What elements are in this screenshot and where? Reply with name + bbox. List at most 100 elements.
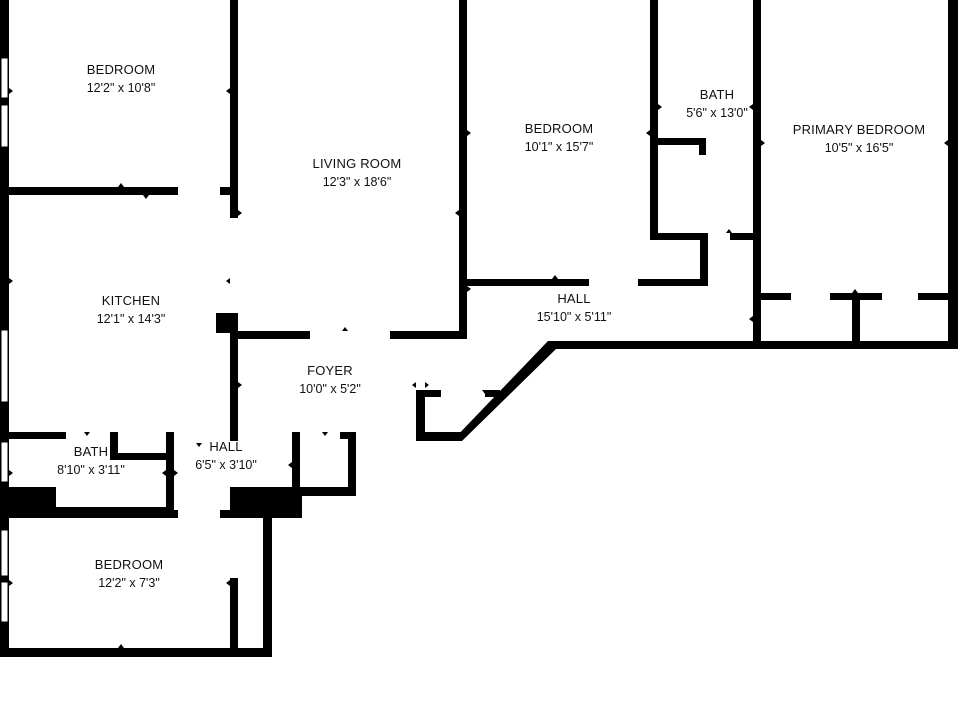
wall-bedroom-kitchen bbox=[0, 187, 178, 195]
wall-foyer-left bbox=[230, 331, 238, 441]
wall-primary-bottom-1 bbox=[753, 293, 791, 300]
room-name: HALL bbox=[209, 439, 243, 454]
tick bbox=[9, 88, 13, 94]
room-label-kitchen: KITCHEN 12'1" x 14'3" bbox=[97, 292, 166, 328]
room-dimensions: 10'5" x 16'5" bbox=[824, 141, 894, 155]
room-label-living-room: LIVING ROOM 12'3" x 18'6" bbox=[313, 155, 402, 191]
room-name: FOYER bbox=[307, 363, 353, 378]
room-label-hall-east: HALL 15'10" x 5'11" bbox=[537, 290, 612, 326]
wall-bath-lower-top bbox=[0, 432, 66, 439]
tick bbox=[162, 470, 166, 476]
wall-bedroom-bottom-top-2 bbox=[220, 510, 272, 518]
windows bbox=[0, 57, 9, 623]
tick bbox=[196, 443, 202, 447]
wall-living-left bbox=[230, 0, 238, 218]
wall-bottom-closet-right bbox=[263, 510, 272, 657]
tick bbox=[118, 514, 124, 518]
tick bbox=[342, 327, 348, 331]
wall-diagonal bbox=[452, 341, 556, 441]
tick bbox=[467, 286, 471, 292]
tick bbox=[226, 580, 230, 586]
tick bbox=[82, 507, 88, 511]
wall-hall-west-right bbox=[292, 432, 300, 497]
window-left-6 bbox=[0, 581, 9, 623]
wall-bedroom-middle-bottom-2 bbox=[638, 279, 708, 286]
room-name: BEDROOM bbox=[86, 62, 156, 77]
tick bbox=[646, 130, 650, 136]
window-left-2 bbox=[0, 104, 9, 148]
tick bbox=[9, 278, 13, 284]
wall-hall-closet-right bbox=[348, 432, 356, 496]
room-name: LIVING ROOM bbox=[312, 156, 402, 171]
room-label-foyer: FOYER 10'0" x 5'2" bbox=[299, 362, 361, 398]
room-dimensions: 12'2" x 7'3" bbox=[98, 576, 160, 590]
tick bbox=[226, 88, 230, 94]
tick bbox=[238, 210, 242, 216]
tick bbox=[726, 229, 732, 233]
wall-bedroom-bottom-top bbox=[0, 510, 178, 518]
wall-closet-top bbox=[650, 233, 708, 240]
tick bbox=[174, 470, 178, 476]
tick bbox=[9, 580, 13, 586]
column-kitchen bbox=[216, 313, 238, 333]
wall-hall-closet-top bbox=[340, 432, 356, 439]
tick bbox=[118, 644, 124, 648]
room-dimensions: 6'5" x 3'10" bbox=[195, 458, 257, 472]
room-name: BEDROOM bbox=[524, 121, 594, 136]
wall-foyer-right-bottom bbox=[416, 432, 462, 441]
wall-foyer-right bbox=[416, 390, 425, 441]
wall-living-bottom-left bbox=[230, 331, 310, 339]
room-dimensions: 15'10" x 5'11" bbox=[536, 310, 612, 324]
tick bbox=[852, 289, 858, 293]
room-label-bedroom-bottom-left: BEDROOM 12'2" x 7'3" bbox=[95, 556, 164, 592]
tick bbox=[322, 432, 328, 436]
room-label-bedroom-top-left: BEDROOM 12'2" x 10'8" bbox=[87, 61, 156, 97]
tick bbox=[84, 432, 90, 436]
wall-living-right bbox=[459, 0, 467, 339]
tick bbox=[9, 470, 13, 476]
walls bbox=[0, 0, 958, 657]
tick bbox=[761, 140, 765, 146]
room-name: BATH bbox=[699, 87, 735, 102]
tick bbox=[118, 183, 124, 187]
wall-closet-vertical bbox=[700, 233, 708, 285]
window-left-3 bbox=[0, 329, 9, 403]
tick bbox=[143, 195, 149, 199]
wall-bedroom-kitchen-2 bbox=[220, 187, 235, 195]
wall-hall-closet-bottom bbox=[292, 487, 356, 496]
tick bbox=[944, 140, 948, 146]
tick bbox=[467, 130, 471, 136]
tick bbox=[658, 104, 662, 110]
wall-hall-south bbox=[548, 341, 958, 349]
tick bbox=[238, 382, 242, 388]
room-label-bath-lower: BATH 8'10" x 3'11" bbox=[57, 443, 125, 479]
dimension-ticks bbox=[9, 88, 948, 648]
room-dimensions: 12'3" x 18'6" bbox=[322, 175, 392, 189]
wall-bath-lower-top-3 bbox=[110, 453, 174, 460]
room-name: BEDROOM bbox=[94, 557, 164, 572]
room-dimensions: 5'6" x 13'0" bbox=[686, 106, 748, 120]
room-dimensions: 10'0" x 5'2" bbox=[299, 382, 361, 396]
wall-bottom-bedroom-right bbox=[230, 578, 238, 650]
wall-bath-lower-top-2 bbox=[110, 432, 118, 460]
wall-closet-foyer-2 bbox=[485, 390, 500, 397]
wall-bath-upper-nook-drop bbox=[699, 138, 706, 155]
wall-bath-upper-bottom bbox=[730, 233, 761, 240]
room-dimensions: 8'10" x 3'11" bbox=[57, 463, 125, 477]
room-dimensions: 12'2" x 10'8" bbox=[86, 81, 156, 95]
wall-bath-upper-nook bbox=[650, 138, 706, 145]
wall-bath-upper-right bbox=[753, 0, 761, 343]
wall-primary-closet-divider bbox=[852, 293, 860, 348]
wall-bedroom-middle-bottom-1 bbox=[459, 279, 589, 286]
tick bbox=[425, 382, 429, 388]
room-name: HALL bbox=[557, 291, 591, 306]
room-dimensions: 10'1" x 15'7" bbox=[524, 140, 594, 154]
tick bbox=[749, 316, 753, 322]
wall-bath-lower-right bbox=[166, 432, 174, 512]
wall-bottom-exterior bbox=[0, 648, 271, 657]
room-label-primary-bedroom: PRIMARY BEDROOM 10'5" x 16'5" bbox=[793, 121, 926, 157]
tick bbox=[412, 382, 416, 388]
tick bbox=[552, 275, 558, 279]
wall-primary-bottom-3 bbox=[918, 293, 958, 300]
